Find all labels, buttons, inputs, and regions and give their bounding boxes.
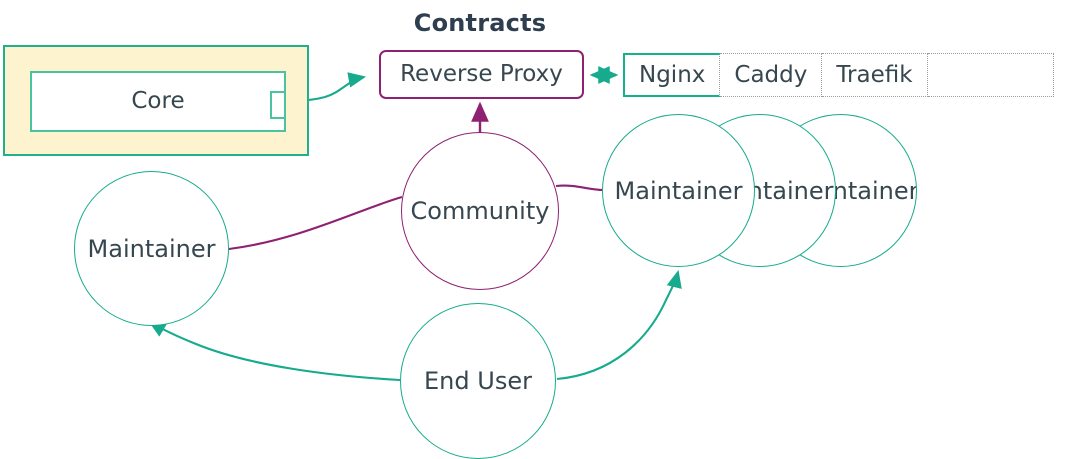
- actor-maintainer-right-1[interactable]: Maintainer: [602, 114, 755, 267]
- edge-community-to-maintainer-left: [228, 195, 403, 251]
- actor-label: Community: [410, 197, 550, 225]
- impl-cell-nginx[interactable]: Nginx: [623, 53, 721, 97]
- edge-end-user-to-maintainer-left: [148, 320, 401, 382]
- core-port-icon[interactable]: [270, 91, 286, 119]
- actor-label: Maintainer: [87, 234, 216, 263]
- actor-community[interactable]: Community: [401, 132, 559, 290]
- reverse-proxy-node[interactable]: Reverse Proxy: [379, 50, 584, 99]
- impl-label-nginx: Nginx: [639, 61, 706, 88]
- actor-end-user[interactable]: End User: [400, 303, 556, 459]
- core-component[interactable]: Core: [30, 71, 286, 132]
- edge-end-user-to-maintainer-right: [556, 269, 682, 381]
- edge-community-to-maintainer-right: [555, 184, 604, 192]
- page-title: Contracts: [413, 9, 547, 37]
- actor-label: Maintainer: [614, 176, 743, 205]
- impl-label-caddy: Caddy: [734, 61, 808, 88]
- reverse-proxy-label: Reverse Proxy: [400, 61, 563, 87]
- actor-maintainer-left[interactable]: Maintainer: [74, 171, 229, 326]
- core-package[interactable]: Core: [3, 45, 309, 156]
- impl-cell-traefik[interactable]: Traefik: [822, 53, 928, 97]
- implementation-row: Nginx Caddy Traefik: [623, 53, 1054, 97]
- impl-label-traefik: Traefik: [836, 61, 913, 88]
- actor-label: End User: [424, 367, 532, 395]
- impl-cell-caddy[interactable]: Caddy: [720, 53, 823, 97]
- impl-cell-empty[interactable]: [927, 53, 1054, 97]
- core-component-label: Core: [131, 88, 185, 114]
